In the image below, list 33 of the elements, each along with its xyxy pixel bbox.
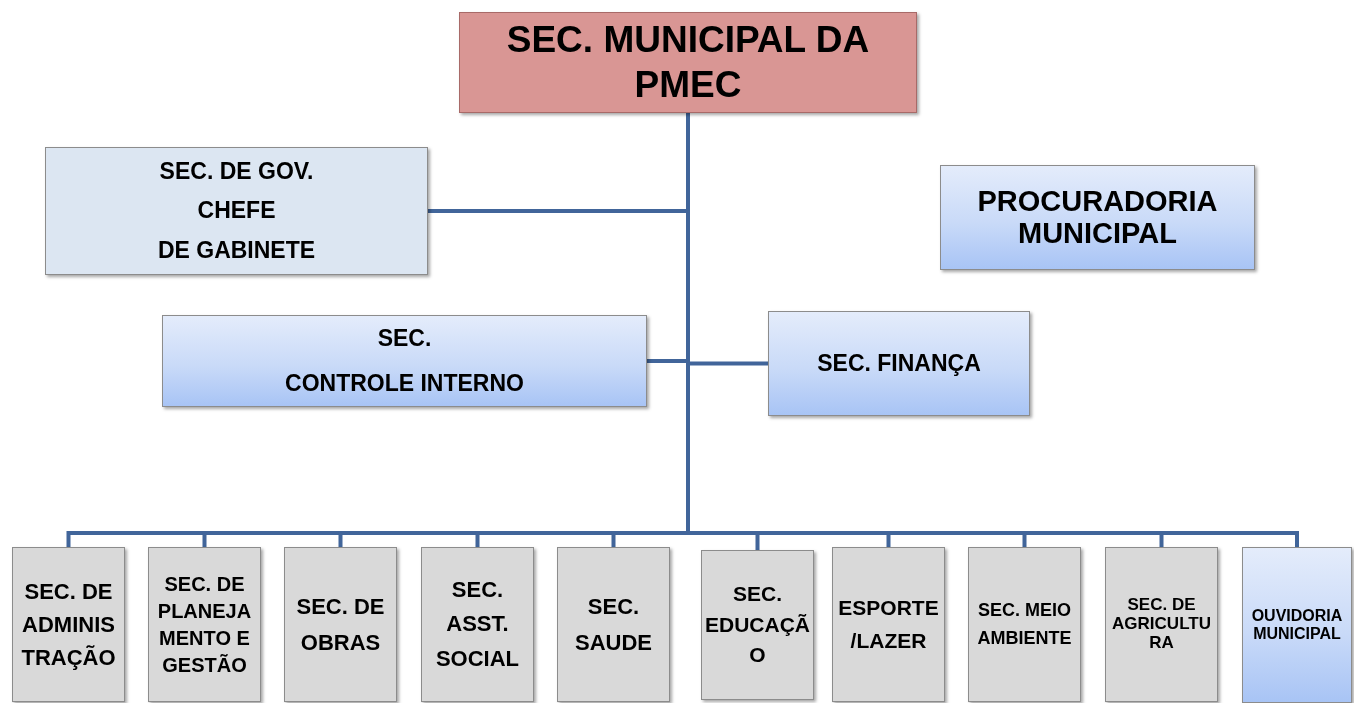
department-box: [832, 547, 945, 702]
department-box: [162, 315, 647, 407]
department-box: [940, 165, 1255, 270]
department-box: [421, 547, 534, 702]
box-label: SEC. DE PLANEJAMENTO E GESTÃO: [156, 571, 253, 678]
department-box: [12, 547, 125, 702]
header-box: [459, 12, 917, 113]
department-box: [284, 547, 397, 702]
department-box: [557, 547, 670, 702]
box-label: SEC. FINANÇA: [817, 350, 981, 377]
box-label: SEC. SAUDE: [574, 593, 653, 657]
box-label: SEC. DE OBRAS: [295, 593, 386, 657]
box-label: SEC. DE AGRICULTURA: [1111, 596, 1212, 653]
box-label: CHEFE: [197, 198, 276, 224]
department-box: [968, 547, 1081, 702]
box-label: DE GABINETE: [157, 237, 316, 263]
box-label: PROCURADORIA MUNICIPAL: [976, 185, 1219, 250]
box-label: SEC. DE ADMINISTRAÇÃO: [20, 578, 117, 672]
box-label: SEC. EDUCAÇÃO: [705, 581, 810, 669]
department-box: [701, 550, 814, 700]
department-box: [1105, 547, 1218, 702]
box-label: SEC. MEIO AMBIENTE: [976, 598, 1073, 650]
department-box: [148, 547, 261, 702]
box-label: ESPORTE /LAZER: [837, 594, 940, 654]
department-box: [45, 147, 428, 275]
box-label: SEC. ASST. SOCIAL: [434, 576, 521, 673]
box-label: SEC. MUNICIPAL DA PMEC: [505, 18, 871, 107]
department-box: [768, 311, 1030, 416]
box-label: SEC. DE GOV.: [159, 159, 314, 185]
department-box: [1242, 547, 1352, 703]
box-label: SEC.: [377, 325, 432, 351]
box-label: CONTROLE INTERNO: [285, 371, 524, 397]
box-label: OUVIDORIA MUNICIPAL: [1250, 607, 1344, 643]
